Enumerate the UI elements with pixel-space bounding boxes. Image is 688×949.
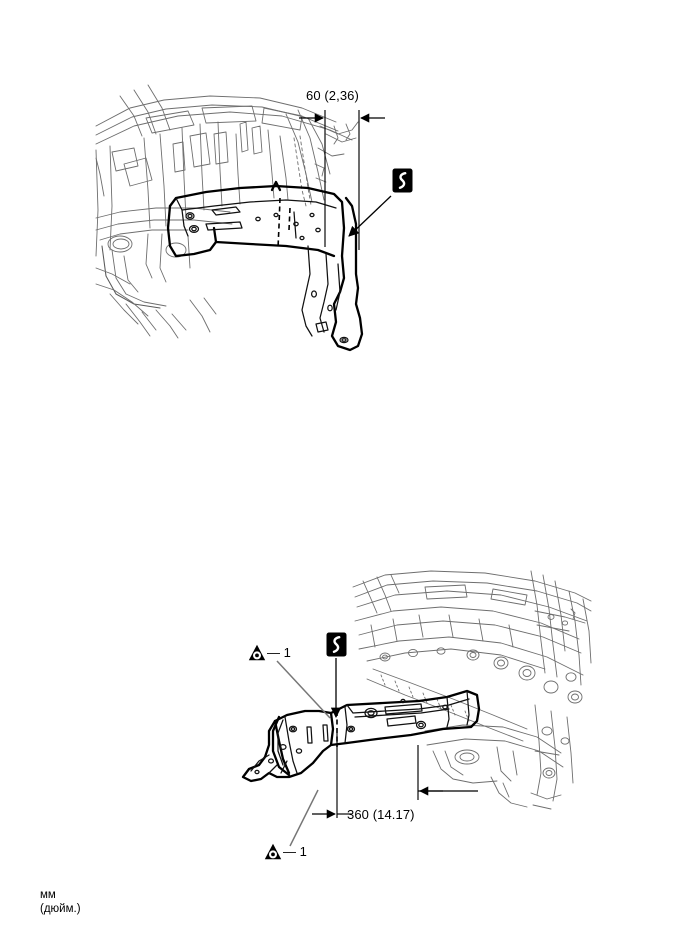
background-structure-top — [95, 84, 359, 339]
background-structure-bottom — [352, 570, 592, 810]
highlighted-part-bottom — [241, 689, 481, 783]
reference-marker-lower: — 1 — [264, 843, 307, 860]
triangle-circle-dot-icon — [248, 644, 266, 661]
triangle-circle-dot-icon — [264, 843, 282, 860]
reference-marker-upper-label: — 1 — [267, 645, 291, 660]
dimension-label-bottom: 360 (14.17) — [347, 807, 415, 822]
units-note-line-1: мм — [40, 889, 56, 901]
figure-bottom-illustration — [235, 565, 595, 875]
units-note: мм (дюйм.) — [40, 888, 81, 916]
reference-marker-lower-label: — 1 — [283, 844, 307, 859]
highlighted-part-top — [166, 180, 364, 352]
reference-marker-upper: — 1 — [248, 644, 291, 661]
figure-top-illustration — [90, 78, 430, 378]
sealer-symbol-top — [392, 168, 413, 193]
units-note-line-2: (дюйм.) — [40, 903, 81, 915]
dimension-label-top: 60 (2,36) — [306, 88, 359, 103]
sealer-symbol-bottom — [326, 632, 347, 657]
